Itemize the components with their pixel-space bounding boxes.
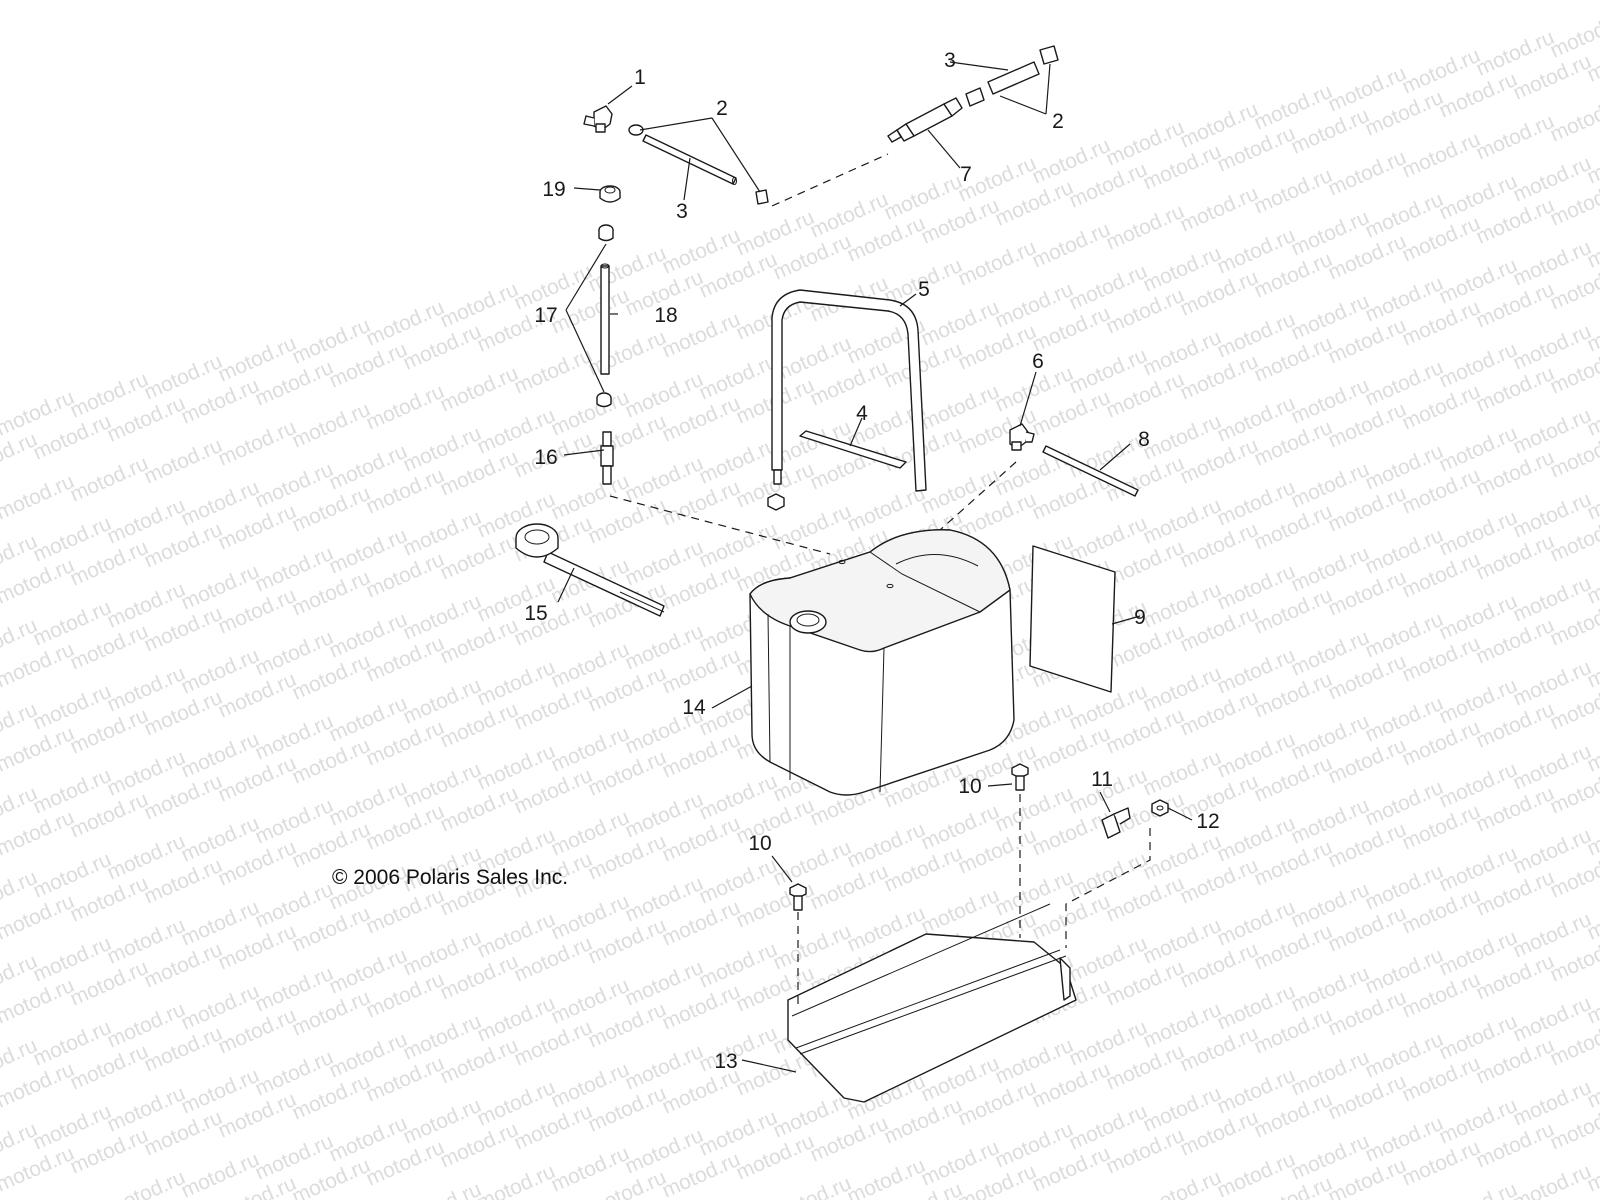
- watermark-text: motod.ru: [1140, 1166, 1225, 1200]
- watermark-text: motod.ru: [1436, 1178, 1521, 1200]
- watermark-text: motod.ru: [1325, 146, 1410, 201]
- callout-9: 9: [1134, 606, 1146, 629]
- callout-17: 17: [534, 304, 557, 327]
- part-13-skid-plate: [787, 903, 1077, 1103]
- watermark-text: motod.ru: [289, 398, 374, 453]
- part-9-pad: [1029, 545, 1116, 693]
- watermark-text: motod.ru: [363, 380, 448, 435]
- part-1-vent-valve: [583, 105, 613, 133]
- callout-19: 19: [542, 178, 565, 201]
- part-5-strap: [771, 289, 927, 492]
- part-18-tube: [600, 263, 610, 375]
- part-3-hose-right: [987, 61, 1040, 95]
- part-14-fuel-tank: [749, 529, 1015, 796]
- callout-15: 15: [524, 602, 547, 625]
- part-6-vent-valve: [1009, 423, 1035, 451]
- part-16-fitting: [600, 431, 614, 485]
- watermark-text: motod.ru: [955, 236, 1040, 291]
- part-12-nut: [1151, 799, 1169, 817]
- callout-16: 16: [534, 446, 557, 469]
- callout-5: 5: [918, 278, 930, 301]
- watermark-text: motod.ru: [104, 1166, 189, 1200]
- watermark-text: motod.ru: [844, 1154, 929, 1200]
- watermark-text: motod.ru: [585, 326, 670, 381]
- callout-8: 8: [1138, 428, 1150, 451]
- watermark-text: motod.ru: [1177, 182, 1262, 237]
- callout-10-upper: 10: [958, 775, 981, 798]
- callout-10-lower: 10: [748, 832, 771, 855]
- callout-labels: 1 2 3 19 17 18 16 3 2 7 5 4 6 8 9 14 15 …: [524, 49, 1219, 1073]
- callout-7: 7: [960, 163, 972, 186]
- part-10-bolt-upper: [1011, 763, 1029, 791]
- assembly-lines: [609, 153, 1151, 1004]
- part-11-bolt: [1101, 807, 1131, 839]
- strap-nut: [767, 493, 785, 511]
- part-10-bolt-lower: [789, 883, 807, 911]
- part-7-inline-fitting: [887, 97, 963, 143]
- callout-3-right: 3: [944, 49, 956, 72]
- part-19-grommet: [599, 185, 621, 203]
- watermark-text: motod.ru: [1399, 128, 1484, 183]
- callout-4: 4: [856, 402, 868, 425]
- watermark-text: motod.ru: [437, 362, 522, 417]
- leader-lines: [557, 61, 1193, 1073]
- part-4-pad: [799, 430, 907, 469]
- watermark-text: motod.ru: [400, 1178, 485, 1200]
- part-17-caps: [596, 224, 614, 408]
- watermark-text: motod.ru: [1510, 1160, 1595, 1200]
- part-8-hose: [1042, 445, 1139, 497]
- callout-3-left: 3: [676, 200, 688, 223]
- watermark-text: motod.ru: [511, 344, 596, 399]
- watermark-text: motod.ru: [67, 452, 152, 507]
- watermark-text: motod.ru: [1473, 110, 1558, 165]
- callout-1: 1: [634, 66, 646, 89]
- watermark-text: motod.ru: [1103, 200, 1188, 255]
- copyright-notice: © 2006 Polaris Sales Inc.: [332, 866, 568, 889]
- watermark-text: motod.ru: [0, 470, 78, 525]
- callout-11: 11: [1091, 768, 1113, 791]
- watermark-text: motod.ru: [770, 1172, 855, 1200]
- watermark-text: motod.ru: [1251, 164, 1336, 219]
- callout-2-right: 2: [1052, 110, 1064, 133]
- part-2-hose-ends-right: [965, 45, 1059, 107]
- callout-6: 6: [1032, 350, 1044, 373]
- watermark-text: motod.ru: [1029, 218, 1114, 273]
- callout-14: 14: [682, 696, 706, 719]
- watermark-text: motod.ru: [141, 434, 226, 489]
- watermark-text: motod.ru: [215, 416, 300, 471]
- callout-18: 18: [654, 304, 677, 327]
- callout-13: 13: [714, 1050, 737, 1073]
- watermark-text: motod.ru: [1547, 92, 1600, 147]
- callout-12: 12: [1196, 810, 1219, 833]
- part-2-hose-ends-left: [628, 124, 769, 205]
- watermark-text: motod.ru: [474, 1160, 559, 1200]
- callout-2-left: 2: [716, 97, 728, 120]
